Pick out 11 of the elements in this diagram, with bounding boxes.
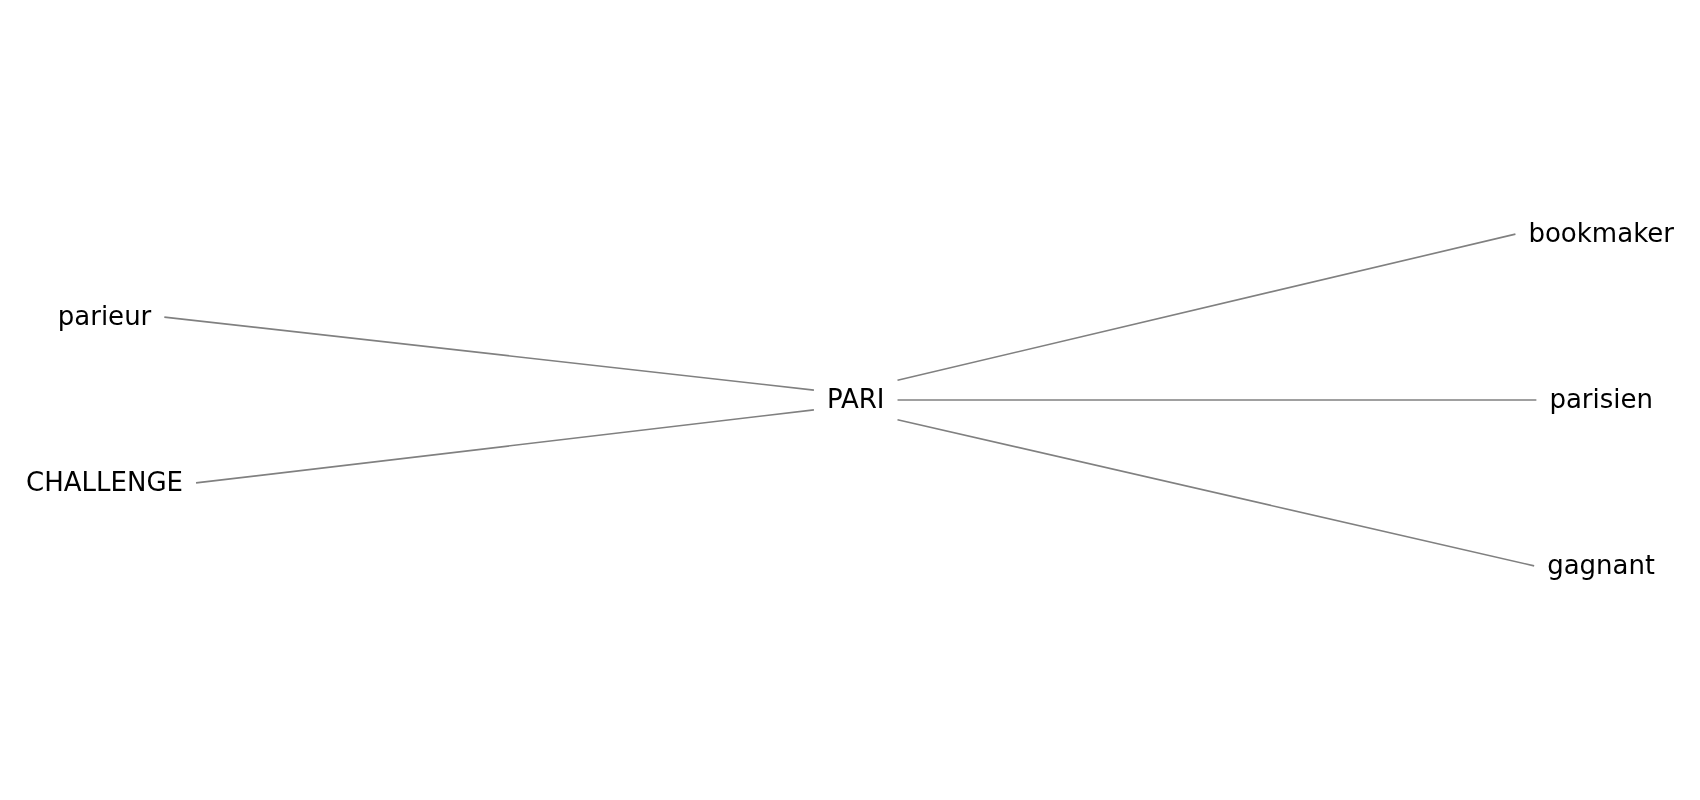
connector [195, 409, 815, 484]
node-text: parisien [1549, 383, 1654, 415]
node-text: PARI [826, 383, 885, 415]
connector [896, 399, 1538, 401]
connector [896, 418, 1535, 567]
node-text: gagnant [1547, 549, 1656, 581]
node-text: parieur [57, 300, 152, 332]
connector [896, 233, 1517, 382]
node-text: bookmaker [1528, 217, 1674, 249]
connector [163, 316, 815, 391]
node-text: CHALLENGE [26, 466, 184, 498]
